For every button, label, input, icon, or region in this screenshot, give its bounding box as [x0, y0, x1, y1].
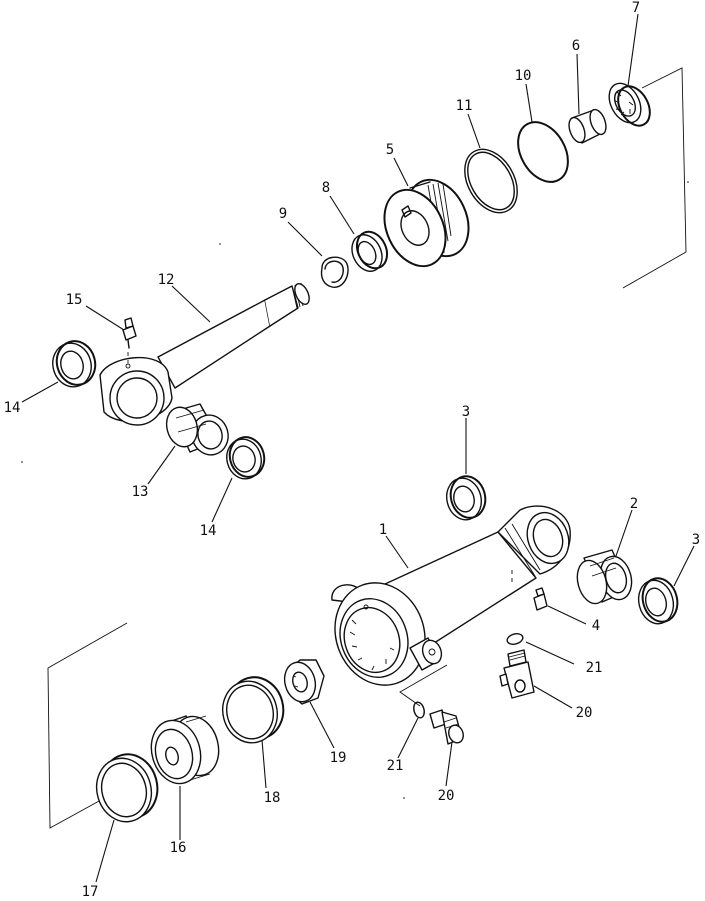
part-20-union-upper — [499, 649, 535, 699]
leader-lines — [21, 13, 695, 883]
callout-13: 13 — [132, 484, 149, 500]
callout-17: 17 — [82, 884, 99, 900]
part-14-dust-seal-left — [52, 340, 97, 388]
assembly-bracket-upper — [622, 67, 687, 289]
callout-4: 4 — [592, 618, 600, 634]
part-4-grease-fitting — [533, 587, 548, 611]
scan-specks — [21, 181, 689, 799]
part-20-union-lower — [429, 709, 464, 745]
part-14-dust-seal-lower — [226, 436, 266, 480]
part-12-piston-rod — [99, 282, 310, 426]
part-3-dust-seal-right — [637, 577, 679, 625]
part-18-wear-ring — [222, 676, 285, 744]
callout-10: 10 — [515, 68, 532, 84]
callout-labels: 7 6 10 11 5 8 9 12 15 14 13 14 3 1 2 3 4… — [4, 0, 701, 900]
part-8-rod-seal — [351, 230, 389, 272]
callout-12: 12 — [158, 272, 175, 288]
callout-14-lower: 14 — [200, 523, 217, 539]
part-21-o-ring-lower — [413, 701, 425, 719]
callout-15: 15 — [66, 292, 83, 308]
callout-5: 5 — [386, 142, 394, 158]
assembly-bracket-lower — [47, 622, 128, 829]
callout-11: 11 — [456, 98, 473, 114]
callout-8: 8 — [322, 180, 330, 196]
callout-20-lower: 20 — [438, 788, 455, 804]
part-11-backup-ring — [464, 148, 518, 214]
callout-9: 9 — [279, 206, 287, 222]
part-1-cylinder-tube — [331, 505, 571, 686]
callout-14-left: 14 — [4, 400, 21, 416]
callout-2: 2 — [630, 496, 638, 512]
callout-3-right: 3 — [692, 532, 700, 548]
assembly-bracket-ports — [399, 664, 448, 707]
part-7-bearing — [608, 82, 651, 127]
part-13-bushing — [165, 403, 229, 456]
part-6-bushing — [568, 108, 607, 144]
callout-1: 1 — [379, 522, 387, 538]
part-5-cylinder-head — [383, 178, 470, 268]
callout-16: 16 — [170, 840, 187, 856]
part-3-dust-seal-upper — [446, 475, 487, 521]
callout-7: 7 — [632, 0, 640, 16]
callout-6: 6 — [572, 38, 580, 54]
callout-19: 19 — [330, 750, 347, 766]
part-2-bushing — [576, 549, 633, 605]
part-15-grease-fitting — [122, 317, 137, 363]
part-17-piston-ring — [95, 753, 159, 823]
part-16-piston — [150, 715, 220, 785]
callout-20-upper: 20 — [576, 705, 593, 721]
callout-3-upper: 3 — [462, 404, 470, 420]
callout-21-upper: 21 — [586, 660, 603, 676]
callout-18: 18 — [264, 790, 281, 806]
part-19-piston-nut — [283, 659, 325, 705]
callout-21-lower: 21 — [387, 758, 404, 774]
part-21-o-ring-upper — [506, 633, 524, 645]
part-9-snap-ring — [320, 256, 349, 288]
part-10-o-ring — [517, 121, 569, 183]
